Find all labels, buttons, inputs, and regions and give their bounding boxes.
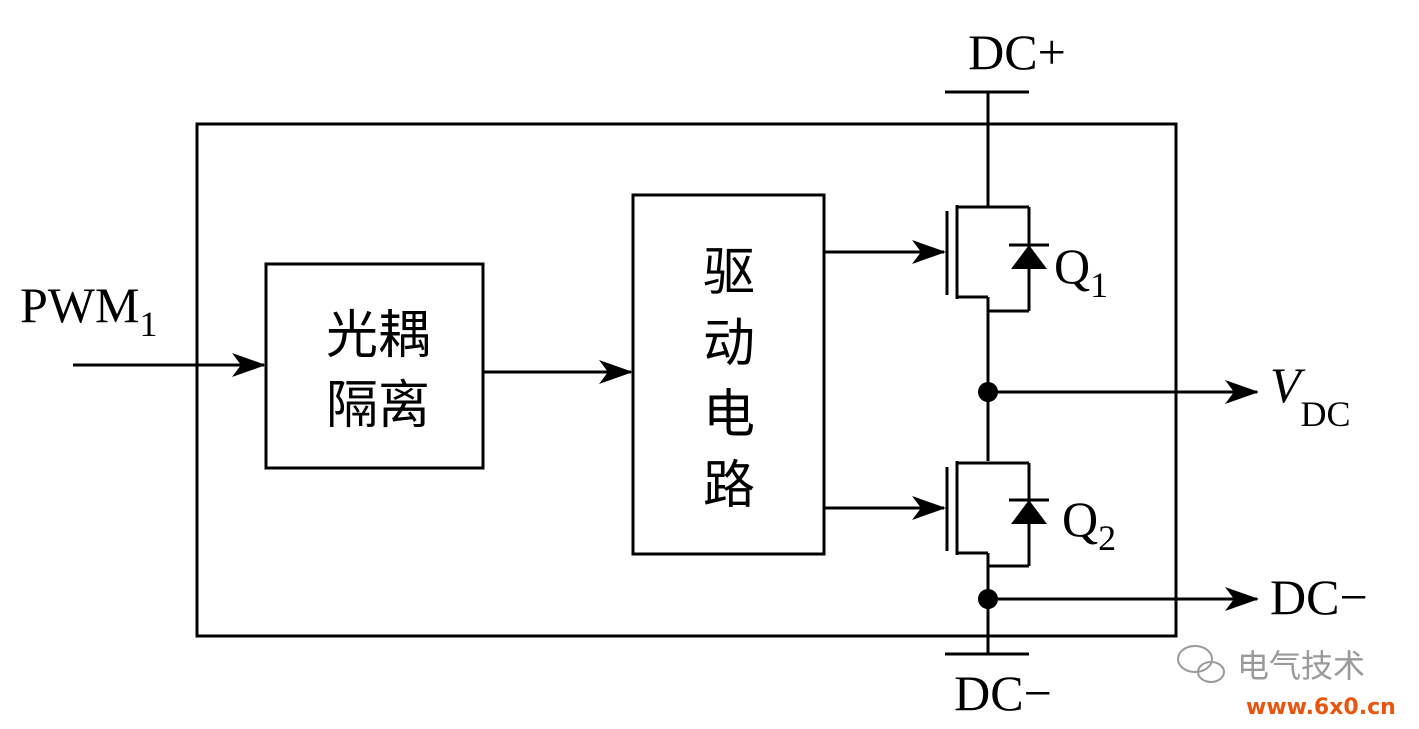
driver-circuit-block (631, 193, 826, 556)
dc-plus-label: DC+ (968, 24, 1066, 80)
q1-mosfet (945, 205, 1031, 313)
dc-minus-bottom-label: DC− (954, 665, 1052, 721)
pwm-label: PWM1 (20, 277, 157, 344)
q2-mosfet (945, 461, 1031, 568)
watermark-site: www.6x0.cn (1246, 695, 1396, 720)
driver-char-2: 动 (703, 314, 755, 374)
q2-label: Q2 (1062, 491, 1116, 558)
q2-body-diode (1009, 498, 1049, 524)
driver-char-1: 驱 (703, 243, 755, 303)
opto-isolation-block (264, 262, 485, 470)
watermark-brand: 电气技术 (1237, 647, 1365, 685)
module-boundary (195, 122, 1178, 638)
opto-label-line1: 光耦 (326, 306, 430, 366)
q1-body-diode (1009, 243, 1049, 269)
q1-label: Q1 (1054, 238, 1108, 305)
driver-char-4: 路 (703, 456, 755, 516)
vdc-label: VDC (1270, 357, 1351, 434)
driver-char-3: 电 (703, 385, 755, 445)
wechat-icon (1177, 645, 1225, 683)
opto-label-line2: 隔离 (326, 376, 430, 436)
dc-minus-right-label: DC− (1270, 569, 1368, 625)
